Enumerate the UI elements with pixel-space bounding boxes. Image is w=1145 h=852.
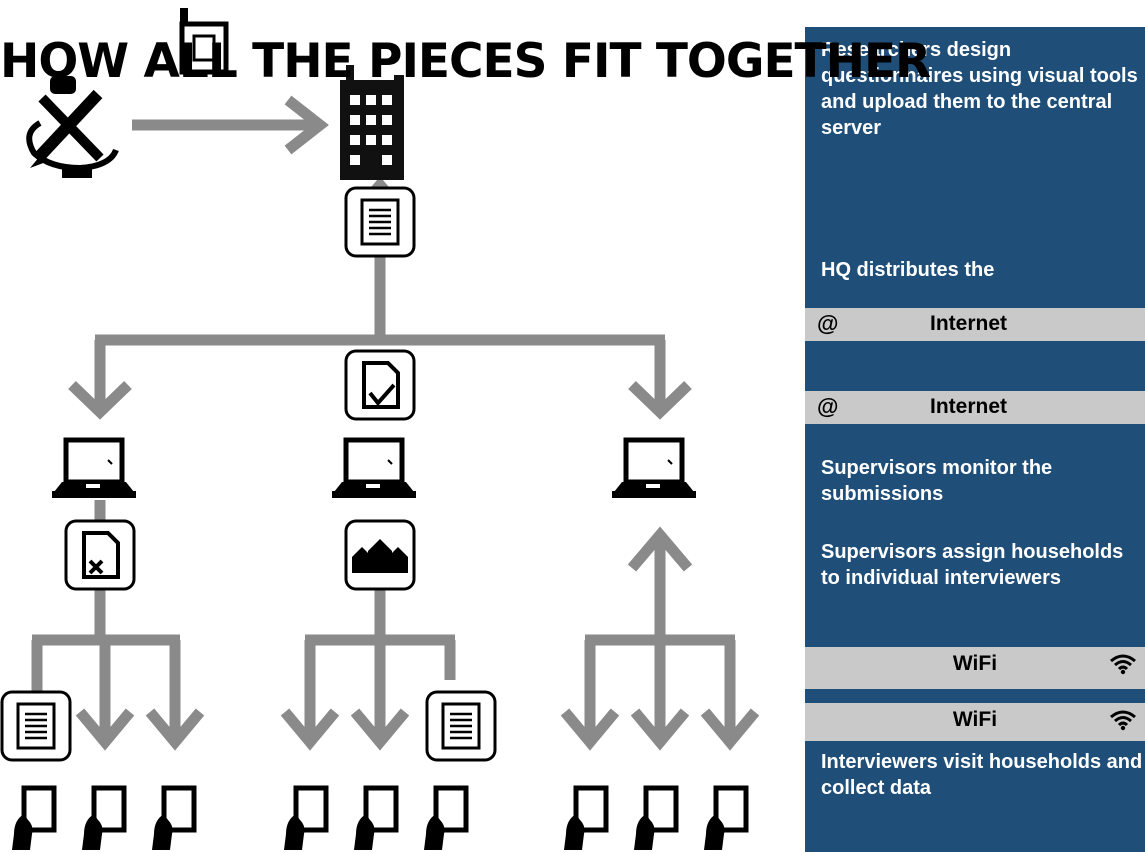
laptop-icon: [332, 440, 416, 498]
document-check-icon: [344, 349, 416, 421]
step-assign-text: Supervisors assign households to individ…: [821, 541, 1124, 589]
document-x-icon: [64, 519, 136, 591]
workflow-diagram: [0, 8, 760, 852]
wifi-bar: WiFi: [805, 647, 1145, 689]
step-monitor-text: Supervisors monitor the submissions: [821, 457, 1053, 505]
pencil-ruler-icon: [26, 76, 119, 178]
document-icon: [0, 690, 72, 762]
step-design-text: Researchers design questionnaires using …: [821, 39, 1138, 139]
laptop-icon: [52, 440, 136, 498]
at-sign-icon: @: [817, 311, 839, 336]
internet-label: Internet: [930, 395, 1008, 418]
at-sign-icon: @: [817, 394, 839, 419]
building-icon: [340, 65, 404, 180]
internet-label: Internet: [930, 312, 1008, 335]
form-box-icon: [179, 8, 229, 75]
document-icon: [425, 690, 497, 762]
tablet-in-hand-icon: [354, 788, 396, 850]
wifi-icon: [1110, 710, 1136, 731]
internet-bar: @ Internet: [805, 391, 1145, 424]
tablet-in-hand-icon: [82, 788, 124, 850]
tablet-in-hand-icon: [634, 788, 676, 850]
tablet-in-hand-icon: [704, 788, 746, 850]
step-visit-text: Interviewers visit households and collec…: [821, 751, 1143, 799]
laptop-icon: [612, 440, 696, 498]
tablet-in-hand-icon: [12, 788, 54, 850]
wifi-icon: [1110, 654, 1136, 675]
houses-icon: [344, 519, 416, 591]
wifi-label: WiFi: [952, 652, 998, 675]
wifi-label: WiFi: [952, 708, 998, 731]
connectors: [31, 95, 760, 751]
document-icon: [344, 186, 416, 258]
tablet-in-hand-icon: [284, 788, 326, 850]
page-title: HOW ALL THE PIECES FIT TOGETHER: [0, 34, 931, 89]
internet-bar: @ Internet: [805, 308, 1145, 341]
step-hq-text: HQ distributes the: [821, 259, 995, 281]
tablet-in-hand-icon: [424, 788, 466, 850]
wifi-bar: WiFi: [805, 703, 1145, 741]
tablet-in-hand-icon: [564, 788, 606, 850]
legend-panel: Researchers design questionnaires using …: [805, 27, 1145, 852]
tablet-in-hand-icon: [152, 788, 194, 850]
